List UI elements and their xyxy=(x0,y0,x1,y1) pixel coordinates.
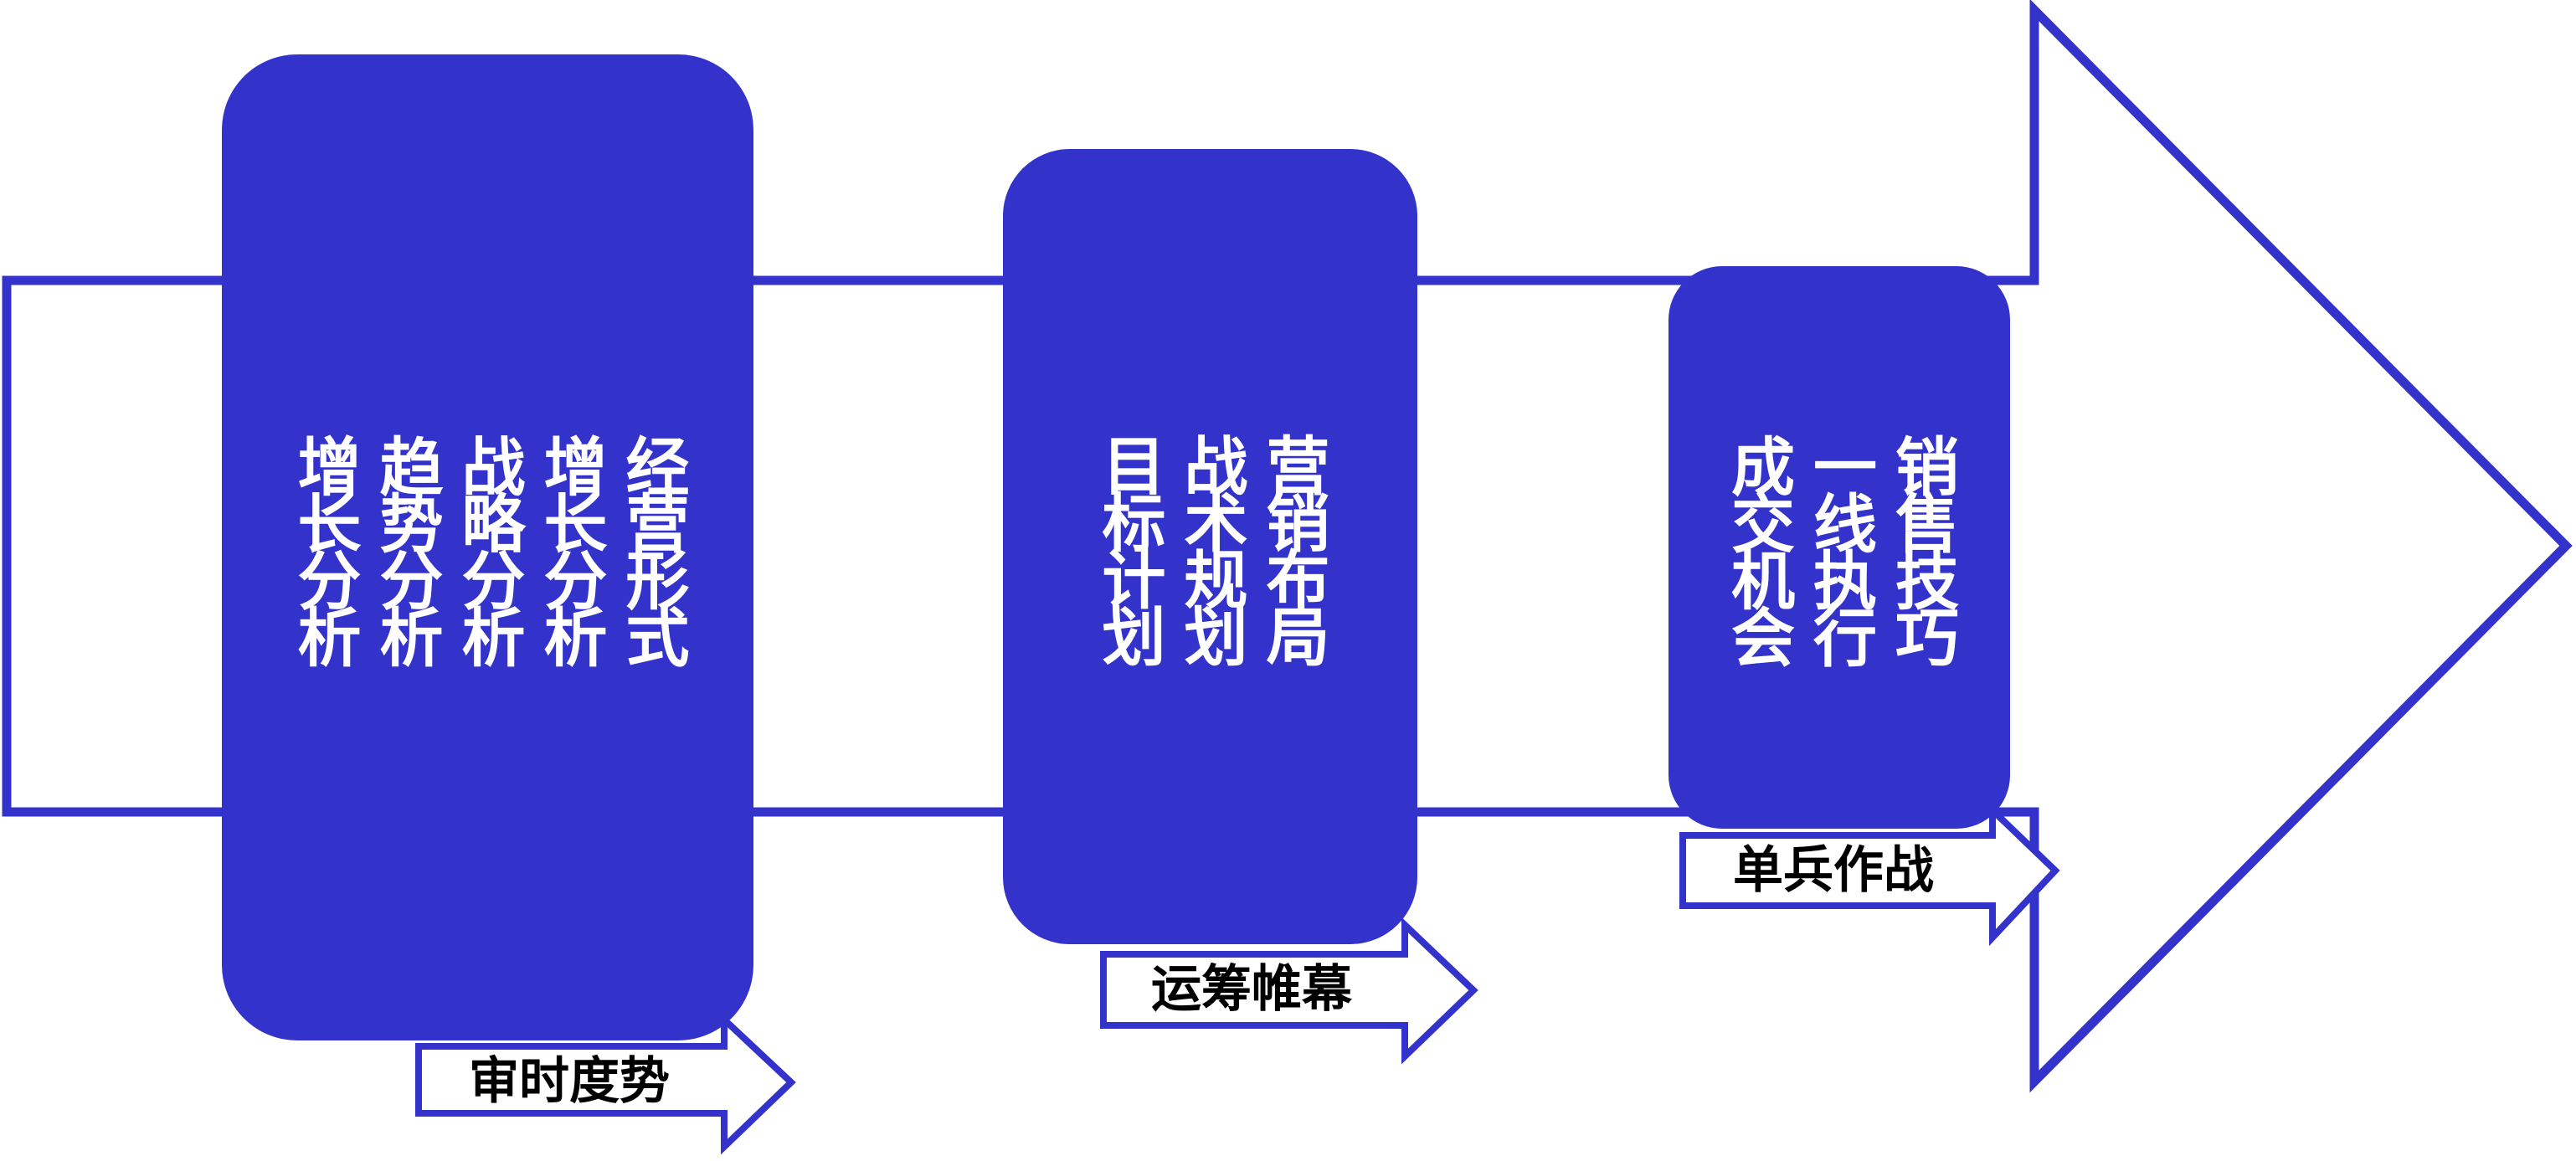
stage-1-column-4: 趋势分析 xyxy=(368,434,444,661)
stage-1-columns: 经营形式 增长分析 战略分析 趋势分析 增长分析 xyxy=(222,434,753,661)
label-arrow-1 xyxy=(415,1011,796,1155)
stage-3-label: 单兵作战 xyxy=(1733,841,1934,900)
stage-box-1: 经营形式 增长分析 战略分析 趋势分析 增长分析 xyxy=(222,54,753,1040)
stage-box-2: 营销布局 战术规划 目标计划 xyxy=(1003,149,1417,944)
stage-1-column-5: 增长分析 xyxy=(286,434,362,661)
stage-2-column-2: 战术规划 xyxy=(1173,433,1248,660)
stage-3-columns: 销售技巧 一线执行 成交机会 xyxy=(1668,434,2010,661)
stage-3-column-1: 销售技巧 xyxy=(1884,434,1959,661)
stage-1-column-1: 经营形式 xyxy=(614,434,690,661)
stage-1-label: 审时度势 xyxy=(469,1052,670,1111)
stage-3-column-2: 一线执行 xyxy=(1802,434,1877,661)
stage-2-label: 运筹帷幕 xyxy=(1151,960,1352,1019)
label-arrow-3 xyxy=(1679,802,2060,947)
stage-1-column-3: 战略分析 xyxy=(450,434,526,661)
label-arrow-2 xyxy=(1100,917,1478,1065)
stage-2-columns: 营销布局 战术规划 目标计划 xyxy=(1003,433,1417,660)
stage-3-column-3: 成交机会 xyxy=(1720,434,1795,661)
stage-2-column-1: 营销布局 xyxy=(1255,433,1330,660)
stage-box-3: 销售技巧 一线执行 成交机会 xyxy=(1668,266,2010,829)
stage-1-column-2: 增长分析 xyxy=(532,434,608,661)
stage-2-column-3: 目标计划 xyxy=(1091,433,1166,660)
